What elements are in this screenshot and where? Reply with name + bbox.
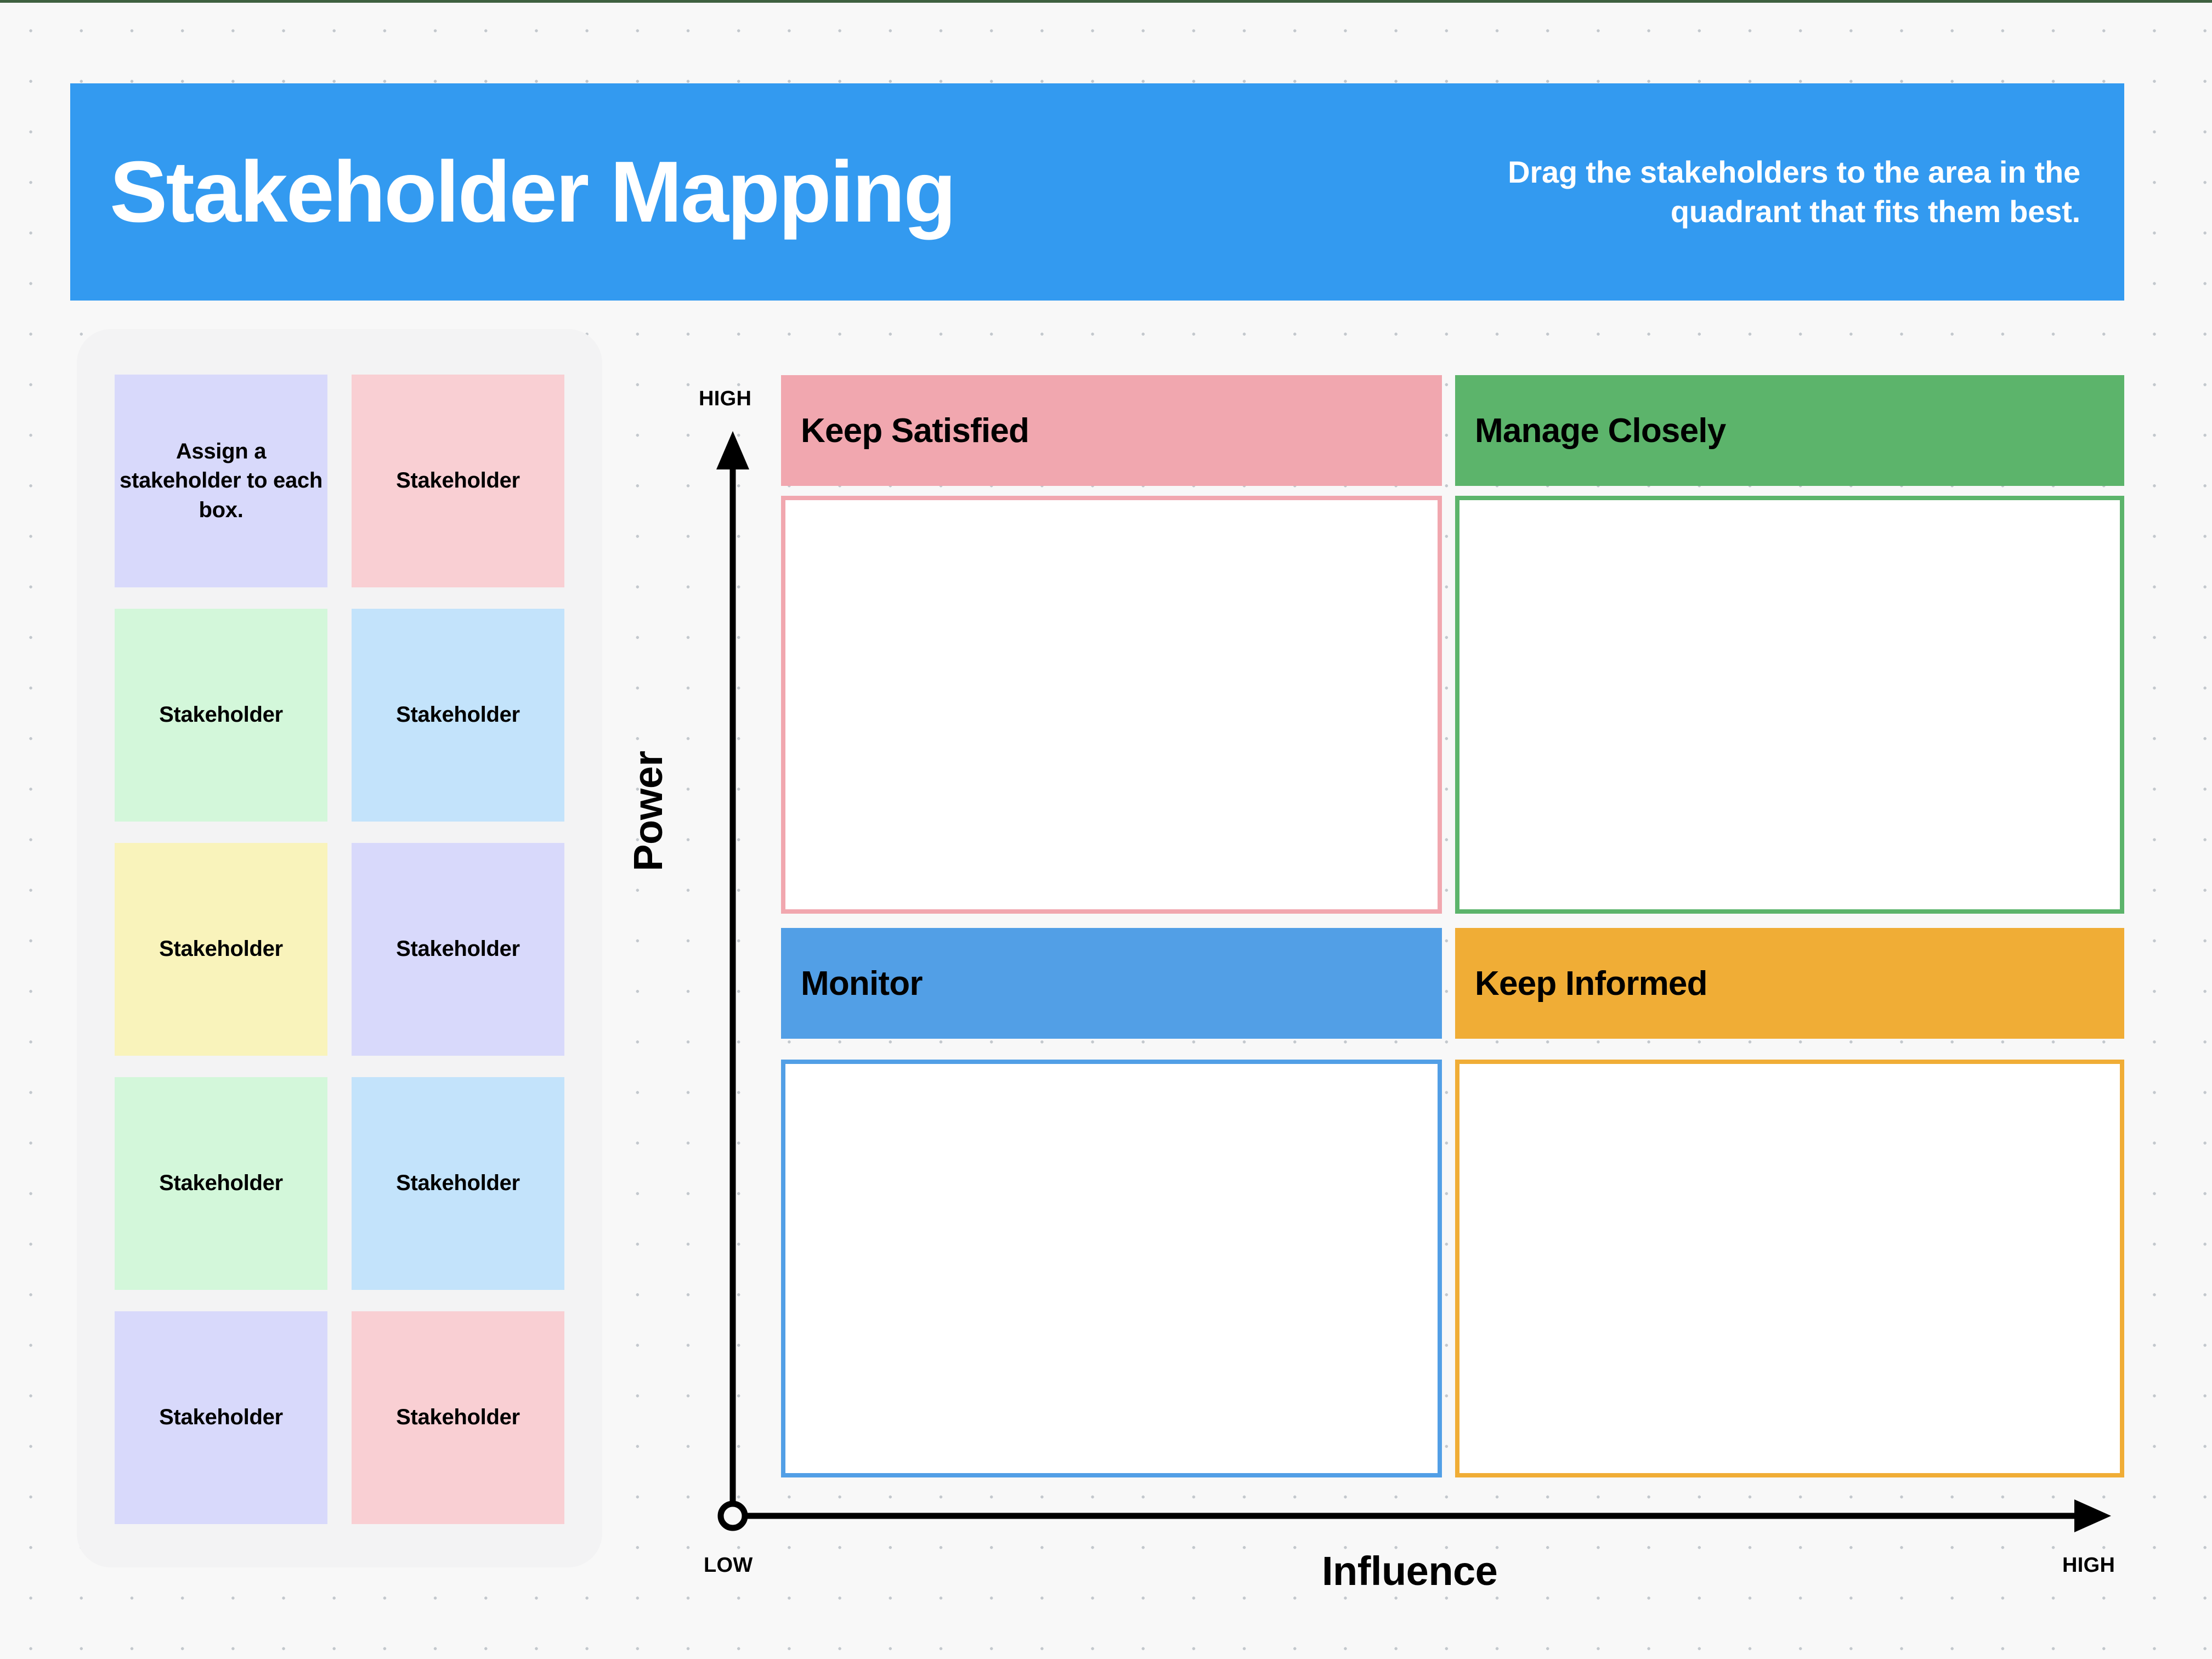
stakeholder-card-label: Stakeholder xyxy=(159,1171,283,1196)
quadrant-title: Monitor xyxy=(801,964,923,1003)
stakeholder-card[interactable]: Stakeholder xyxy=(115,609,327,822)
page-title: Stakeholder Mapping xyxy=(110,144,957,240)
x-axis-label: Influence xyxy=(1322,1548,1498,1594)
stakeholder-card-label: Stakeholder xyxy=(396,937,520,961)
y-axis-label: Power xyxy=(625,751,671,871)
quadrant-title: Keep Informed xyxy=(1475,964,1707,1003)
stakeholder-card[interactable]: Stakeholder xyxy=(352,375,564,587)
stakeholder-card-label: Stakeholder xyxy=(159,703,283,727)
stakeholder-card-label: Assign a stakeholder to each box. xyxy=(120,439,323,522)
quadrant-dropzone-keep-satisfied[interactable] xyxy=(781,496,1442,914)
x-axis-low-tick-label: LOW xyxy=(704,1554,753,1577)
stakeholder-card-label: Stakeholder xyxy=(159,1405,283,1430)
stakeholder-card-label: Stakeholder xyxy=(396,703,520,727)
quadrant-title: Keep Satisfied xyxy=(801,411,1029,450)
stakeholder-card-label: Stakeholder xyxy=(396,468,520,493)
quadrant-header-keep-satisfied: Keep Satisfied xyxy=(781,375,1442,486)
quadrant-header-monitor: Monitor xyxy=(781,928,1442,1039)
stakeholder-card[interactable]: Stakeholder xyxy=(352,609,564,822)
stakeholder-card[interactable]: Stakeholder xyxy=(115,1311,327,1524)
stakeholder-card[interactable]: Stakeholder xyxy=(352,843,564,1056)
stakeholder-card-grid: Assign a stakeholder to each box. Stakeh… xyxy=(115,375,564,1524)
quadrant-dropzone-keep-informed[interactable] xyxy=(1455,1060,2124,1477)
stakeholder-card-label: Stakeholder xyxy=(396,1405,520,1430)
stakeholder-card[interactable]: Stakeholder xyxy=(115,1077,327,1290)
quadrant-header-keep-informed: Keep Informed xyxy=(1455,928,2124,1039)
stakeholder-tray-panel: Assign a stakeholder to each box. Stakeh… xyxy=(77,329,602,1567)
header-instructions: Drag the stakeholders to the area in the… xyxy=(1508,155,2080,229)
stakeholder-card[interactable]: Stakeholder xyxy=(352,1077,564,1290)
stakeholder-card-label: Stakeholder xyxy=(159,937,283,961)
stakeholder-card[interactable]: Stakeholder xyxy=(115,843,327,1056)
header-banner: Stakeholder Mapping Drag the stakeholder… xyxy=(70,83,2124,301)
stakeholder-card-label: Stakeholder xyxy=(396,1171,520,1196)
x-axis-high-tick-label: HIGH xyxy=(2062,1554,2115,1577)
stakeholder-card-instruction[interactable]: Assign a stakeholder to each box. xyxy=(115,375,327,587)
quadrant-header-manage-closely: Manage Closely xyxy=(1455,375,2124,486)
quadrant-title: Manage Closely xyxy=(1475,411,1726,450)
stakeholder-card[interactable]: Stakeholder xyxy=(352,1311,564,1524)
quadrant-dropzone-manage-closely[interactable] xyxy=(1455,496,2124,914)
quadrant-dropzone-monitor[interactable] xyxy=(781,1060,1442,1477)
top-rule-divider xyxy=(0,0,2212,3)
y-axis-high-tick-label: HIGH xyxy=(699,387,752,410)
